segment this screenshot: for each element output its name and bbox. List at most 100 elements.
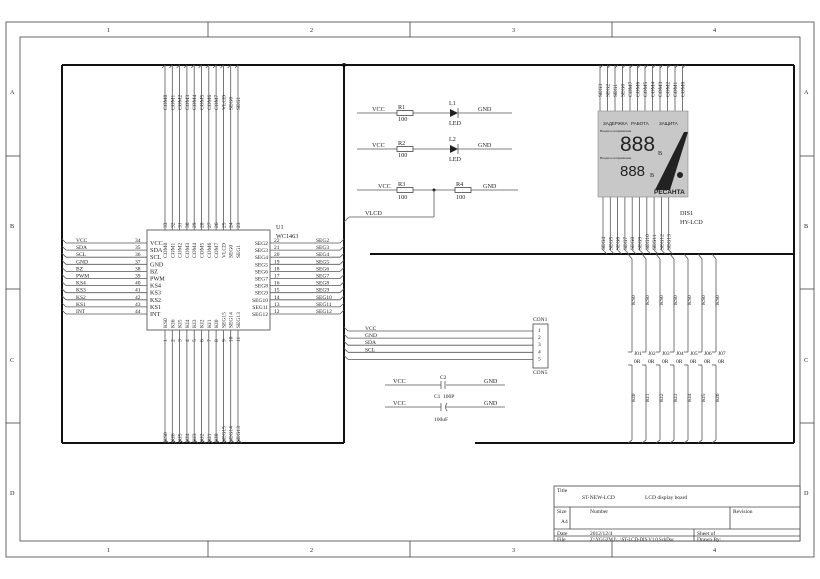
net-label: COM1 xyxy=(170,94,176,110)
pin-number: 24 xyxy=(229,222,235,228)
bus-entry xyxy=(661,249,666,255)
pin-name: SCL xyxy=(150,254,162,261)
bus-entry xyxy=(667,64,671,69)
net-label: KS2 xyxy=(76,295,86,301)
net-label: COM4 xyxy=(651,81,657,97)
pin-name: SEG3 xyxy=(255,248,268,254)
pin-name: KS1 xyxy=(150,304,161,311)
net-label: COM3 xyxy=(185,94,191,110)
bus-entry xyxy=(186,439,192,444)
net-label: SEG10 xyxy=(316,295,332,301)
bus-entry xyxy=(627,439,633,444)
net-label: COM0 xyxy=(163,94,169,110)
bus-entry xyxy=(624,249,630,255)
value-label: 0R xyxy=(634,359,641,365)
bus-entry xyxy=(683,439,689,444)
pin-name: KI6 xyxy=(170,319,176,328)
bus-entry xyxy=(61,295,67,301)
pin-number: 19 xyxy=(274,259,280,265)
net-label: COM5 xyxy=(200,94,206,110)
net-label: VCC xyxy=(378,183,391,190)
bus-entry xyxy=(205,64,210,69)
net-label: GND xyxy=(478,142,492,149)
bus-entry xyxy=(61,260,67,265)
pin-number: 43 xyxy=(135,302,141,308)
ref-label: J02 xyxy=(648,351,656,357)
pin-number: 5 xyxy=(538,356,541,362)
net-label: SEG13 xyxy=(236,426,242,442)
bus-entry xyxy=(652,64,656,69)
net-label: SEG4 xyxy=(601,237,607,250)
net-label: KI0 xyxy=(631,393,637,402)
net-label: SEG13 xyxy=(667,234,673,250)
pin-number: 9 xyxy=(221,339,227,342)
value-label: 100 xyxy=(398,116,407,123)
bus-entry xyxy=(339,238,345,244)
net-label: SEG8 xyxy=(630,237,636,250)
net-label: SEG1 xyxy=(613,84,619,97)
wire xyxy=(641,253,647,260)
net-label: SDA xyxy=(76,245,87,251)
net-label: KI6 xyxy=(715,393,721,402)
bus-entry xyxy=(339,281,345,286)
column-label: 1 xyxy=(107,547,110,554)
pin-number: 5 xyxy=(192,339,198,342)
column-label: 2 xyxy=(310,547,313,554)
resistor-R2 xyxy=(396,146,414,152)
net-label: SEG4 xyxy=(316,252,329,258)
pin-name: COM5 xyxy=(200,242,206,258)
ic-part: WC1463 xyxy=(276,233,298,240)
pin-name: VLCD xyxy=(221,243,227,258)
bus-entry xyxy=(61,302,67,308)
bus-entry xyxy=(208,439,214,444)
net-label: SEG12 xyxy=(659,234,665,250)
lcd-digits-top: 888 xyxy=(620,133,655,156)
pin-name: SDA xyxy=(150,247,163,254)
pin-number: 1 xyxy=(538,328,541,334)
value-label: 0R xyxy=(662,359,669,365)
ref-label: J06 xyxy=(704,351,712,357)
pin-name: SEG2 xyxy=(255,241,268,247)
pin-number: 30 xyxy=(185,222,191,228)
bus-entry xyxy=(339,302,345,308)
pin-number: 44 xyxy=(135,309,141,315)
pin-number: 7 xyxy=(207,339,213,342)
wire xyxy=(627,253,633,260)
net-label: INT xyxy=(76,309,86,315)
net-label: KI0 xyxy=(214,433,220,442)
ic-ref: U1 xyxy=(276,224,284,231)
ref-label: J05 xyxy=(690,351,698,357)
column-label: 4 xyxy=(713,27,716,34)
net-label: SEG3 xyxy=(598,84,604,97)
pin-number: 22 xyxy=(274,238,280,244)
net-label: KI2 xyxy=(200,433,206,442)
pin-number: 28 xyxy=(200,222,206,228)
row-label: D xyxy=(10,490,15,497)
net-label: SEG2 xyxy=(606,84,612,97)
net-label: BZ xyxy=(76,266,84,272)
file-label: File xyxy=(557,537,566,543)
net-label: VLCD xyxy=(221,95,227,110)
net-label: SEG6 xyxy=(616,237,622,250)
net-label: SEG15 xyxy=(221,426,227,442)
value-label: 100P xyxy=(443,394,454,400)
led-icon xyxy=(450,109,458,117)
bus-entry xyxy=(220,64,224,69)
wire xyxy=(711,253,717,260)
subtitle-value: LCD display board xyxy=(645,495,687,501)
net-label: SCL xyxy=(365,347,376,353)
net-label: KS0 xyxy=(163,432,169,442)
bus-entry xyxy=(61,252,67,258)
pin-name: GND xyxy=(150,261,164,268)
lock-icon xyxy=(677,172,683,178)
net-label: KS4 xyxy=(76,281,86,287)
ic-u1-wc1463[interactable]: U1 WC1463 COM033COM01KS0KS0COM132COM12KI… xyxy=(61,64,345,444)
pin-number: 31 xyxy=(178,222,184,228)
row-label: D xyxy=(804,490,809,497)
